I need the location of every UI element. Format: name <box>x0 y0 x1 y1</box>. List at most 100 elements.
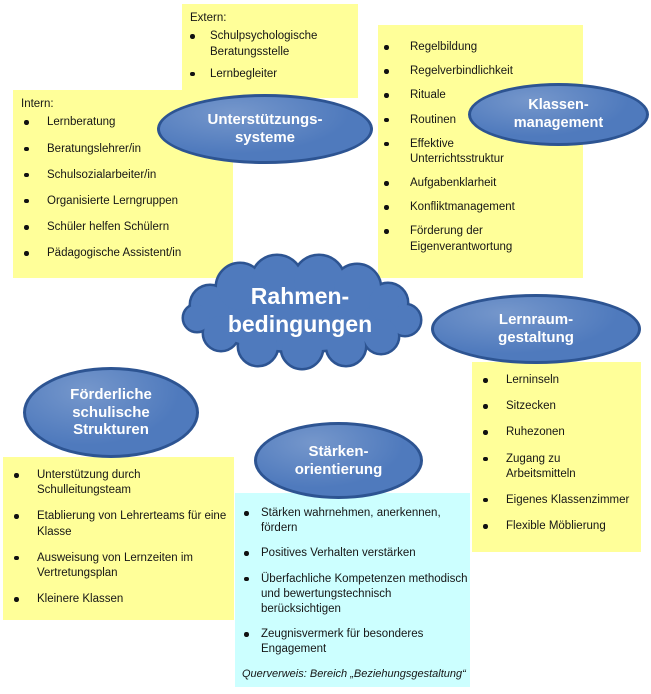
node-label-line: gestaltung <box>498 329 574 346</box>
list-item-text: Sitzecken <box>506 400 556 413</box>
central-cloud-label: Rahmen- bedingungen <box>176 282 424 338</box>
bullet-dot-icon <box>483 524 488 529</box>
list-item: Ruhezonen <box>472 425 641 440</box>
bullet-dot-icon <box>384 69 389 74</box>
list-item-text: Zeugnisvermerk für besonderes Engagement <box>261 628 424 656</box>
list-item: Effektive Unterrichtsstruktur <box>378 137 583 167</box>
lernraumgestaltung-list: Lerninseln Sitzecken Ruhezonen Zugang zu… <box>472 373 641 534</box>
bullet-dot-icon <box>24 172 29 178</box>
bullet-dot-icon <box>190 34 195 39</box>
staerkenorientierung-list: Stärken wahrnehmen, anerkennen, fördern … <box>235 506 470 657</box>
note-box-extern: Extern: Schulpsychologische Beratungsste… <box>182 4 358 98</box>
list-item-text: Effektive Unterrichtsstruktur <box>410 137 504 165</box>
list-item: Lernberatung <box>13 115 233 130</box>
list-item-text: Lerninseln <box>506 374 560 386</box>
foerderliche-strukturen-list: Unterstützung durch Schulleitungsteam Et… <box>3 468 234 607</box>
bullet-dot-icon <box>483 404 488 409</box>
note-box-staerkenorientierung: Stärken wahrnehmen, anerkennen, fördern … <box>235 493 470 687</box>
list-item: Pädagogische Assistent/in <box>13 246 233 261</box>
bullet-dot-icon <box>384 93 389 98</box>
list-item-text: Stärken wahrnehmen, anerkennen, fördern <box>261 507 441 535</box>
list-item-text: Pädagogische Assistent/in <box>47 247 182 260</box>
node-ellipse-unterstuetzungssysteme: Unterstützungs- systeme <box>157 94 373 164</box>
bullet-dot-icon <box>483 456 488 462</box>
list-item-text: Schulsozialarbeiter/in <box>47 168 157 181</box>
bullet-dot-icon <box>483 378 488 383</box>
list-item-text: Flexible Möblierung <box>506 520 606 533</box>
bullet-dot-icon <box>483 430 488 435</box>
list-item: Aufgabenklarheit <box>378 176 583 191</box>
bullet-dot-icon <box>14 555 19 561</box>
node-label-line: management <box>513 114 604 131</box>
bullet-dot-icon <box>384 141 389 147</box>
list-item: Schulpsychologische Beratungsstelle <box>182 29 358 59</box>
bullet-dot-icon <box>14 514 19 519</box>
note-header: Extern: <box>190 12 227 24</box>
list-item: Förderung der Eigenverantwortung <box>378 224 583 254</box>
note-box-foerderliche-strukturen: Unterstützung durch Schulleitungsteam Et… <box>3 457 234 620</box>
bullet-dot-icon <box>14 597 19 602</box>
list-item: Zugang zu Arbeitsmitteln <box>472 452 641 482</box>
list-item: Lernbegleiter <box>182 67 358 82</box>
list-item: Schüler helfen Schülern <box>13 220 233 235</box>
list-item-text: Organisierte Lerngruppen <box>47 194 179 207</box>
list-item: Zeugnisvermerk für besonderes Engagement <box>235 627 470 657</box>
node-label-line: Stärken- <box>308 442 369 460</box>
bullet-dot-icon <box>384 229 389 234</box>
list-item-text: Konfliktmanagement <box>410 201 515 214</box>
note-box-klassenmanagement: Regelbildung Regelverbindlichkeit Ritual… <box>378 25 583 278</box>
list-item-text: Etablierung von Lehrerteams für eine Kla… <box>37 510 227 538</box>
list-item-text: Überfachliche Kompetenzen methodisch und… <box>261 572 468 615</box>
node-label-line: Unterstützungs- <box>207 111 323 129</box>
cloud-label-line: Rahmen- <box>250 283 350 309</box>
list-item-text: Förderung der Eigenverantwortung <box>410 225 513 253</box>
list-item: Lerninseln <box>472 373 641 388</box>
list-item: Etablierung von Lehrerteams für eine Kla… <box>3 509 234 539</box>
bullet-dot-icon <box>24 146 29 152</box>
bullet-dot-icon <box>14 473 19 478</box>
list-item: Schulsozialarbeiter/in <box>13 168 233 183</box>
list-item: Sitzecken <box>472 399 641 414</box>
list-item: Flexible Möblierung <box>472 519 641 534</box>
list-item: Ausweisung von Lernzeiten im Vertretungs… <box>3 551 234 581</box>
list-item-text: Regelbildung <box>410 41 478 53</box>
node-ellipse-foerderliche-strukturen: Förderliche schulische Strukturen <box>23 367 199 458</box>
list-item: Überfachliche Kompetenzen methodisch und… <box>235 572 470 618</box>
bullet-dot-icon <box>384 205 389 210</box>
bullet-dot-icon <box>244 551 249 556</box>
node-label-line: schulische <box>72 403 150 421</box>
bullet-dot-icon <box>384 117 389 123</box>
list-item: Kleinere Klassen <box>3 592 234 607</box>
bullet-dot-icon <box>483 497 488 503</box>
bullet-dot-icon <box>24 225 29 230</box>
bullet-dot-icon <box>384 181 389 186</box>
list-item-text: Lernberatung <box>47 116 116 129</box>
list-item: Konfliktmanagement <box>378 200 583 215</box>
bullet-dot-icon <box>24 198 29 204</box>
bullet-dot-icon <box>244 511 249 516</box>
list-item: Eigenes Klassenzimmer <box>472 493 641 508</box>
cloud-shape-icon <box>181 253 423 371</box>
note-box-lernraumgestaltung: Lerninseln Sitzecken Ruhezonen Zugang zu… <box>472 362 641 552</box>
list-item-text: Positives Verhalten verstärken <box>261 547 416 560</box>
bullet-dot-icon <box>24 251 29 256</box>
node-label-line: Förderliche <box>70 385 152 403</box>
central-cloud: Rahmen- bedingungen <box>176 253 424 371</box>
bullet-dot-icon <box>384 45 389 50</box>
klassenmanagement-list: Regelbildung Regelverbindlichkeit Ritual… <box>378 40 583 255</box>
list-item: Rituale <box>378 88 583 103</box>
node-label-line: Klassen- <box>528 97 589 114</box>
list-item-text: Schulpsychologische Beratungsstelle <box>210 30 318 58</box>
list-item-text: Rituale <box>410 89 446 102</box>
list-item-text: Routinen <box>410 113 457 126</box>
cloud-label-line: bedingungen <box>227 311 373 338</box>
node-ellipse-lernraumgestaltung: Lernraum- gestaltung <box>431 294 641 364</box>
list-item-text: Lernbegleiter <box>210 67 278 80</box>
list-item-text: Zugang zu Arbeitsmitteln <box>506 452 576 480</box>
bullet-dot-icon <box>244 632 249 637</box>
list-item: Organisierte Lerngruppen <box>13 194 233 209</box>
bullet-dot-icon <box>244 576 249 582</box>
list-item-text: Ausweisung von Lernzeiten im Vertretungs… <box>37 551 193 579</box>
node-label-line: systeme <box>234 129 296 146</box>
